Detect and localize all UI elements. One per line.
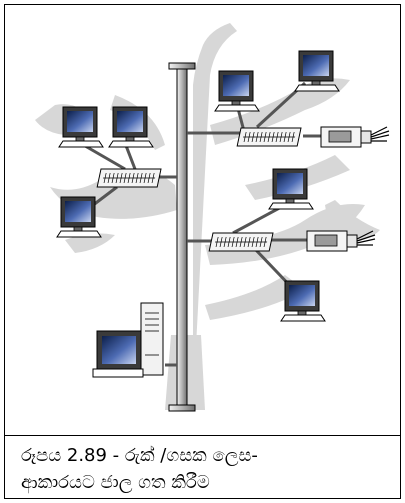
computer-left-3 <box>56 196 102 238</box>
figure-caption: රූපය 2.89 - රුක් /ගසක ලෙස- ආකාරයට ජාල ගත… <box>21 442 391 496</box>
computer-top-right-2 <box>294 50 340 92</box>
computer-left-1 <box>58 106 104 148</box>
caption-line-2: ආකාරයට ජාල ගත කිරීම <box>21 472 210 493</box>
server-computer <box>92 302 164 378</box>
computer-middle-right <box>268 168 314 210</box>
computer-top-right-1 <box>214 70 260 112</box>
hub-left <box>96 168 162 188</box>
computer-bottom-right <box>280 280 326 322</box>
backbone-trunk <box>168 62 196 412</box>
hub-top-right <box>236 127 302 147</box>
caption-divider <box>5 435 400 436</box>
figure-frame: රූපය 2.89 - රුක් /ගසක ලෙස- ආකාරයට ජාල ගත… <box>4 4 401 499</box>
computer-left-2 <box>108 106 154 148</box>
hub-middle-right <box>208 232 274 252</box>
printer-top-right <box>320 126 390 148</box>
tree-network-diagram <box>35 23 390 412</box>
caption-line-1: රූපය 2.89 - රුක් /ගසක ලෙස- <box>21 445 258 466</box>
